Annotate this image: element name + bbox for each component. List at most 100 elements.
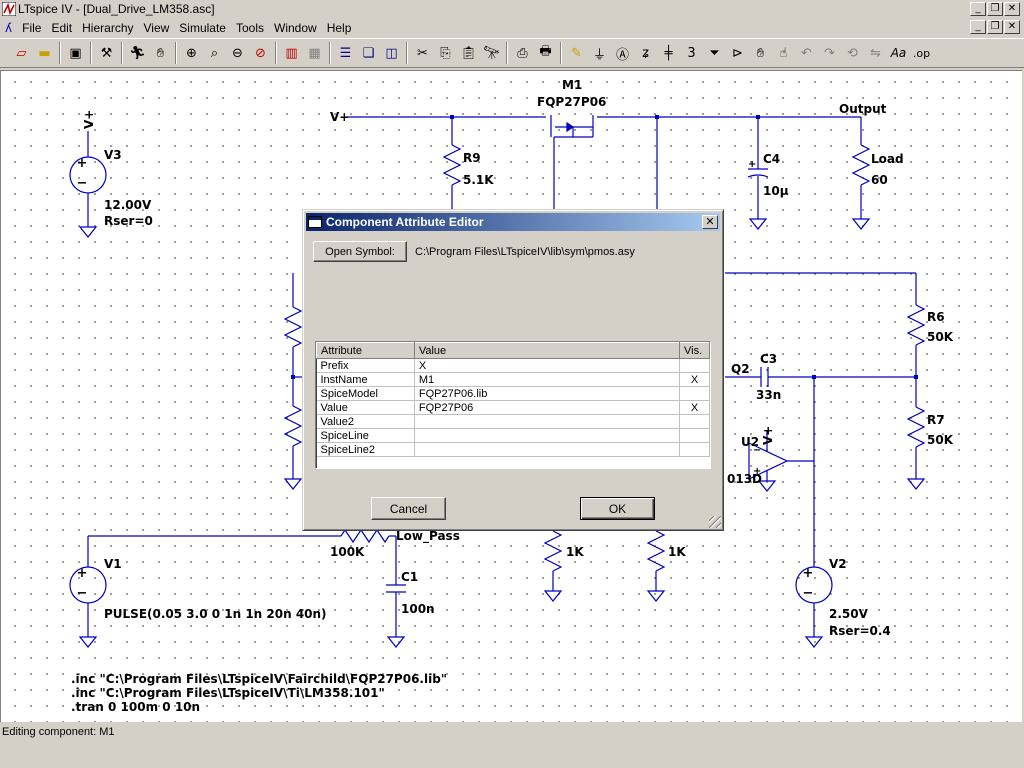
label-c3: C3	[760, 352, 777, 366]
attribute-vis-cell[interactable]: X	[679, 372, 710, 387]
attribute-name-cell[interactable]: SpiceLine	[316, 428, 415, 443]
attribute-value-cell[interactable]: FQP27P06	[414, 400, 680, 415]
grid-icon[interactable]: ▦	[308, 45, 321, 61]
save-icon[interactable]: ▣	[69, 45, 82, 61]
attribute-value-cell[interactable]: M1	[414, 372, 680, 387]
undo-icon[interactable]: ↶	[801, 45, 812, 61]
svg-text:+: +	[803, 566, 814, 581]
menu-help[interactable]: Help	[326, 21, 352, 35]
copy-icon[interactable]: ⎘	[440, 45, 451, 61]
open-folder-icon[interactable]: ▬	[38, 45, 51, 61]
column-value[interactable]: Value	[413, 342, 680, 359]
column-attribute[interactable]: Attribute	[316, 342, 415, 359]
dialog-close-button[interactable]: ✕	[702, 215, 718, 229]
label-v3: V3	[104, 148, 122, 162]
label-u2: U2	[741, 435, 759, 449]
component-attribute-editor-dialog: Component Attribute Editor ✕ Open Symbol…	[302, 209, 724, 531]
ok-button[interactable]: OK	[580, 497, 655, 520]
halt-icon[interactable]: ✋︎	[156, 45, 165, 61]
attribute-name-cell[interactable]: InstName	[316, 372, 415, 387]
rotate-icon[interactable]: ⟲	[847, 45, 858, 61]
attribute-value-cell[interactable]: X	[414, 358, 680, 373]
menu-edit[interactable]: Edit	[51, 21, 73, 35]
capacitor-icon[interactable]: ╪	[664, 45, 673, 61]
component-icon[interactable]: ⊳	[732, 45, 743, 61]
inductor-icon[interactable]: 3	[687, 45, 696, 61]
spice-directive-icon[interactable]: .op	[912, 46, 931, 60]
label-c3-value: 33n	[756, 388, 781, 402]
cascade-icon[interactable]: ❏	[362, 45, 375, 61]
menu-simulate[interactable]: Simulate	[179, 21, 226, 35]
attribute-vis-cell[interactable]	[679, 428, 710, 443]
ground-icon[interactable]: ⏚	[592, 47, 606, 63]
attribute-vis-cell[interactable]	[679, 442, 710, 457]
svg-text:−: −	[753, 445, 761, 456]
child-minimize-button[interactable]: _	[970, 20, 986, 34]
autorange-icon[interactable]: ▥	[285, 45, 298, 61]
draw-wire-icon[interactable]: ✎	[571, 45, 582, 61]
attribute-value-cell[interactable]	[414, 442, 680, 457]
attribute-value-cell[interactable]	[414, 428, 680, 443]
attribute-name-cell[interactable]: Value2	[316, 414, 415, 429]
attribute-row[interactable]: Value2	[316, 414, 710, 429]
open-symbol-button[interactable]: Open Symbol:	[313, 241, 407, 262]
child-restore-button[interactable]: ❐	[987, 20, 1003, 34]
svg-text:+: +	[77, 156, 88, 171]
find-icon[interactable]: 🔭︎	[483, 45, 500, 61]
diode-icon[interactable]: ⏷	[709, 45, 720, 61]
attribute-name-cell[interactable]: Value	[316, 400, 415, 415]
attribute-name-cell[interactable]: Prefix	[316, 358, 415, 373]
print-preview-icon[interactable]: ⎙	[517, 45, 528, 61]
mirror-icon[interactable]: ⇋	[870, 45, 881, 61]
close-button[interactable]: ✕	[1004, 2, 1020, 16]
run-icon[interactable]: 🏃︎	[129, 45, 146, 61]
attribute-vis-cell[interactable]	[679, 414, 710, 429]
mdi-icon[interactable]: ʎ	[5, 21, 13, 35]
child-close-button[interactable]: ✕	[1004, 20, 1020, 34]
print-icon[interactable]: 🖶︎	[539, 44, 552, 59]
label-vplus-net: V+	[330, 110, 349, 124]
attribute-value-cell[interactable]	[414, 414, 680, 429]
restore-button[interactable]: ❐	[987, 2, 1003, 16]
redo-icon[interactable]: ↷	[824, 45, 835, 61]
text-icon[interactable]: Aa	[890, 46, 907, 60]
new-schematic-icon[interactable]: ▱	[16, 45, 27, 61]
column-vis[interactable]: Vis.	[678, 342, 710, 359]
label-v2-rser: Rser=0.4	[829, 624, 891, 638]
cancel-button[interactable]: Cancel	[371, 497, 446, 520]
menu-hierarchy[interactable]: Hierarchy	[82, 21, 134, 35]
move-icon[interactable]: ✋︎	[756, 45, 765, 61]
attribute-value-cell[interactable]: FQP27P06.lib	[414, 386, 680, 401]
attribute-name-cell[interactable]: SpiceLine2	[316, 442, 415, 457]
drag-icon[interactable]: ☝︎	[779, 45, 788, 61]
minimize-button[interactable]: _	[970, 2, 986, 16]
zoom-out-icon[interactable]: ⊖	[232, 45, 243, 61]
net-label-icon[interactable]: Ⓐ	[615, 47, 629, 63]
label-r9: R9	[463, 151, 481, 165]
menu-window[interactable]: Window	[274, 21, 317, 35]
menu-tools[interactable]: Tools	[235, 21, 264, 35]
attribute-row[interactable]: SpiceLine	[316, 428, 710, 443]
attribute-name-cell[interactable]: SpiceModel	[316, 386, 415, 401]
tile-horizontal-icon[interactable]: ☰	[339, 45, 352, 61]
attribute-vis-cell[interactable]	[679, 358, 710, 373]
menu-view[interactable]: View	[143, 21, 170, 35]
zoom-fit-icon[interactable]: ⊘	[255, 45, 266, 61]
resize-grip[interactable]	[709, 516, 721, 528]
zoom-in-icon[interactable]: ⊕	[186, 45, 197, 61]
menu-file[interactable]: File	[22, 21, 42, 35]
control-panel-icon[interactable]: ⚒	[100, 45, 113, 61]
attribute-vis-cell[interactable]: X	[679, 400, 710, 415]
attribute-vis-cell[interactable]	[679, 386, 710, 401]
attribute-row[interactable]: SpiceLine2	[316, 442, 710, 457]
tile-vertical-icon[interactable]: ◫	[385, 45, 398, 61]
zoom-pan-icon[interactable]: ⌕	[210, 45, 219, 61]
paste-icon[interactable]: 📋︎	[460, 45, 477, 61]
resistor-icon[interactable]: ʑ	[642, 45, 649, 61]
cut-icon[interactable]: ✂	[417, 45, 428, 61]
